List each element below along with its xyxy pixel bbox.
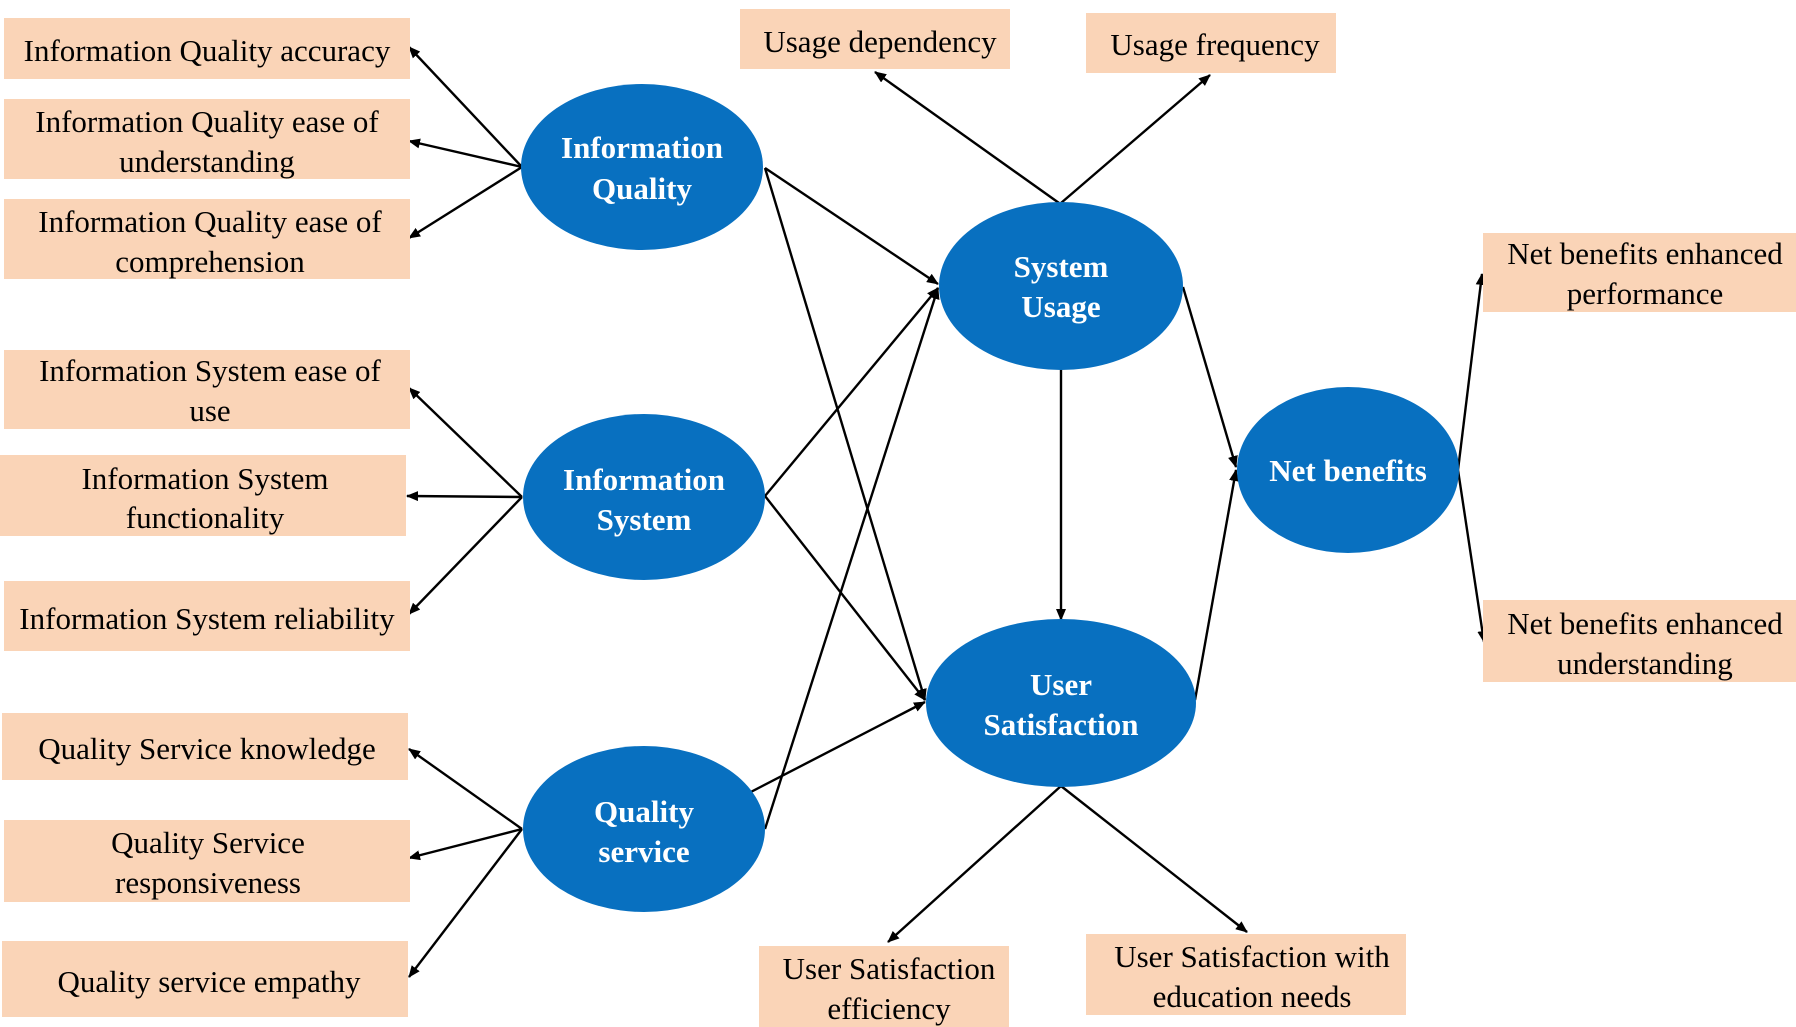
construct-label-line-2: System [597, 502, 692, 537]
edge-iq-to-ease-understanding [408, 138, 523, 169]
indicator-iq-ease-of-comprehension: Information Quality ease of comprehensio… [4, 199, 410, 279]
indicator-label-line-2: responsiveness [115, 865, 301, 900]
indicator-label-line-1: Information Quality ease of [38, 204, 382, 239]
indicator-nb-enhanced-performance: Net benefits enhanced performance [1483, 233, 1796, 312]
indicator-label-line-1: Information System [81, 461, 328, 496]
construct-label-line-1: System [1014, 249, 1109, 284]
construct-label-line-2: service [598, 834, 689, 869]
construct-system-usage: System Usage [939, 202, 1183, 370]
indicator-is-functionality: Information System functionality [0, 455, 406, 536]
construct-user-satisfaction: User Satisfaction [926, 619, 1196, 787]
edge-qs-to-responsiveness [408, 827, 523, 861]
edge-iq-to-system-usage [764, 167, 939, 285]
edge-iq-to-ease-comprehension [408, 165, 523, 240]
construct-net-benefits: Net benefits [1237, 387, 1459, 553]
indicator-label-line-1: Information System reliability [19, 601, 395, 636]
construct-label-line-2: Usage [1021, 289, 1100, 324]
edge-is-to-reliability [408, 496, 523, 615]
indicator-label-line-1: Net benefits enhanced [1507, 236, 1783, 271]
construct-label-line-1: User [1030, 667, 1092, 702]
indicator-label-line-2: comprehension [115, 244, 305, 279]
indicator-qs-responsiveness: Quality Service responsiveness [4, 820, 410, 902]
indicator-su-usage-frequency: Usage frequency [1086, 13, 1336, 73]
indicator-label-line-1: User Satisfaction with [1114, 939, 1390, 974]
construct-information-system: Information System [523, 414, 765, 580]
indicator-label-line-2: use [189, 393, 230, 428]
edges [406, 46, 1488, 978]
indicator-label-line-1: Usage dependency [763, 24, 997, 59]
indicator-us-efficiency: User Satisfaction efficiency [759, 946, 1009, 1027]
edge-is-to-system-usage [764, 287, 939, 497]
construct-label-line-1: Quality [594, 794, 694, 829]
indicator-label-line-1: User Satisfaction [783, 951, 996, 986]
indicator-label-line-1: Information Quality ease of [35, 104, 379, 139]
indicator-nb-enhanced-understanding: Net benefits enhanced understanding [1483, 600, 1796, 682]
edge-iq-to-user-satisfaction [763, 167, 927, 701]
indicator-iq-ease-of-understanding: Information Quality ease of understandin… [4, 99, 410, 179]
edge-is-to-functionality [406, 491, 523, 502]
construct-label-line-2: Quality [592, 171, 692, 206]
edge-us-to-education-needs [1060, 785, 1248, 933]
indicator-label-line-1: Information Quality accuracy [24, 33, 391, 68]
construct-label-line-2: Satisfaction [984, 707, 1139, 742]
indicator-label-line-1: Quality service empathy [57, 964, 361, 999]
edge-nb-to-performance [1456, 273, 1486, 471]
indicator-label-line-2: education needs [1153, 979, 1352, 1014]
edge-qs-to-system-usage [763, 287, 940, 830]
indicators: Information Quality accuracy Information… [0, 9, 1796, 1027]
indicator-label-line-1: Quality Service [111, 825, 305, 860]
indicator-label-line-1: Usage frequency [1110, 27, 1320, 62]
edge-system-usage-to-net-benefits [1181, 286, 1238, 468]
edge-qs-to-empathy [408, 828, 523, 978]
edge-qs-to-knowledge [408, 748, 523, 830]
indicator-label-line-1: Net benefits enhanced [1507, 606, 1783, 641]
indicator-us-education-needs: User Satisfaction with education needs [1086, 934, 1406, 1015]
edge-us-to-efficiency [887, 785, 1062, 943]
constructs: Information Quality Information System Q… [521, 84, 1459, 912]
indicator-label-line-2: understanding [1557, 646, 1733, 681]
indicator-label-line-2: understanding [119, 144, 295, 179]
indicator-is-ease-of-use: Information System ease of use [4, 350, 410, 429]
indicator-qs-empathy: Quality service empathy [2, 941, 408, 1017]
edge-is-to-user-satisfaction [764, 495, 926, 701]
construct-information-quality: Information Quality [521, 84, 763, 250]
edge-iq-to-accuracy [408, 46, 523, 168]
indicator-label-line-1: Information System ease of [39, 353, 381, 388]
edge-su-to-frequency [1060, 74, 1211, 204]
construct-label-line-1: Information [561, 130, 723, 165]
edge-user-satisfaction-to-net-benefits [1193, 469, 1239, 701]
construct-label-line-1: Net benefits [1269, 453, 1427, 488]
edge-is-to-ease-of-use [408, 387, 523, 498]
indicator-label-line-2: performance [1567, 276, 1724, 311]
construct-label-line-1: Information [563, 462, 725, 497]
edge-nb-to-understanding [1456, 469, 1488, 643]
indicator-su-usage-dependency: Usage dependency [740, 9, 1010, 69]
construct-quality-service: Quality service [523, 746, 765, 912]
indicator-label-line-2: functionality [126, 500, 285, 535]
indicator-iq-accuracy: Information Quality accuracy [4, 18, 410, 79]
indicator-qs-knowledge: Quality Service knowledge [2, 713, 408, 780]
edge-su-to-dependency [874, 71, 1060, 204]
indicator-is-reliability: Information System reliability [4, 581, 410, 651]
indicator-label-line-1: Quality Service knowledge [38, 731, 375, 766]
indicator-label-line-2: efficiency [827, 991, 951, 1026]
